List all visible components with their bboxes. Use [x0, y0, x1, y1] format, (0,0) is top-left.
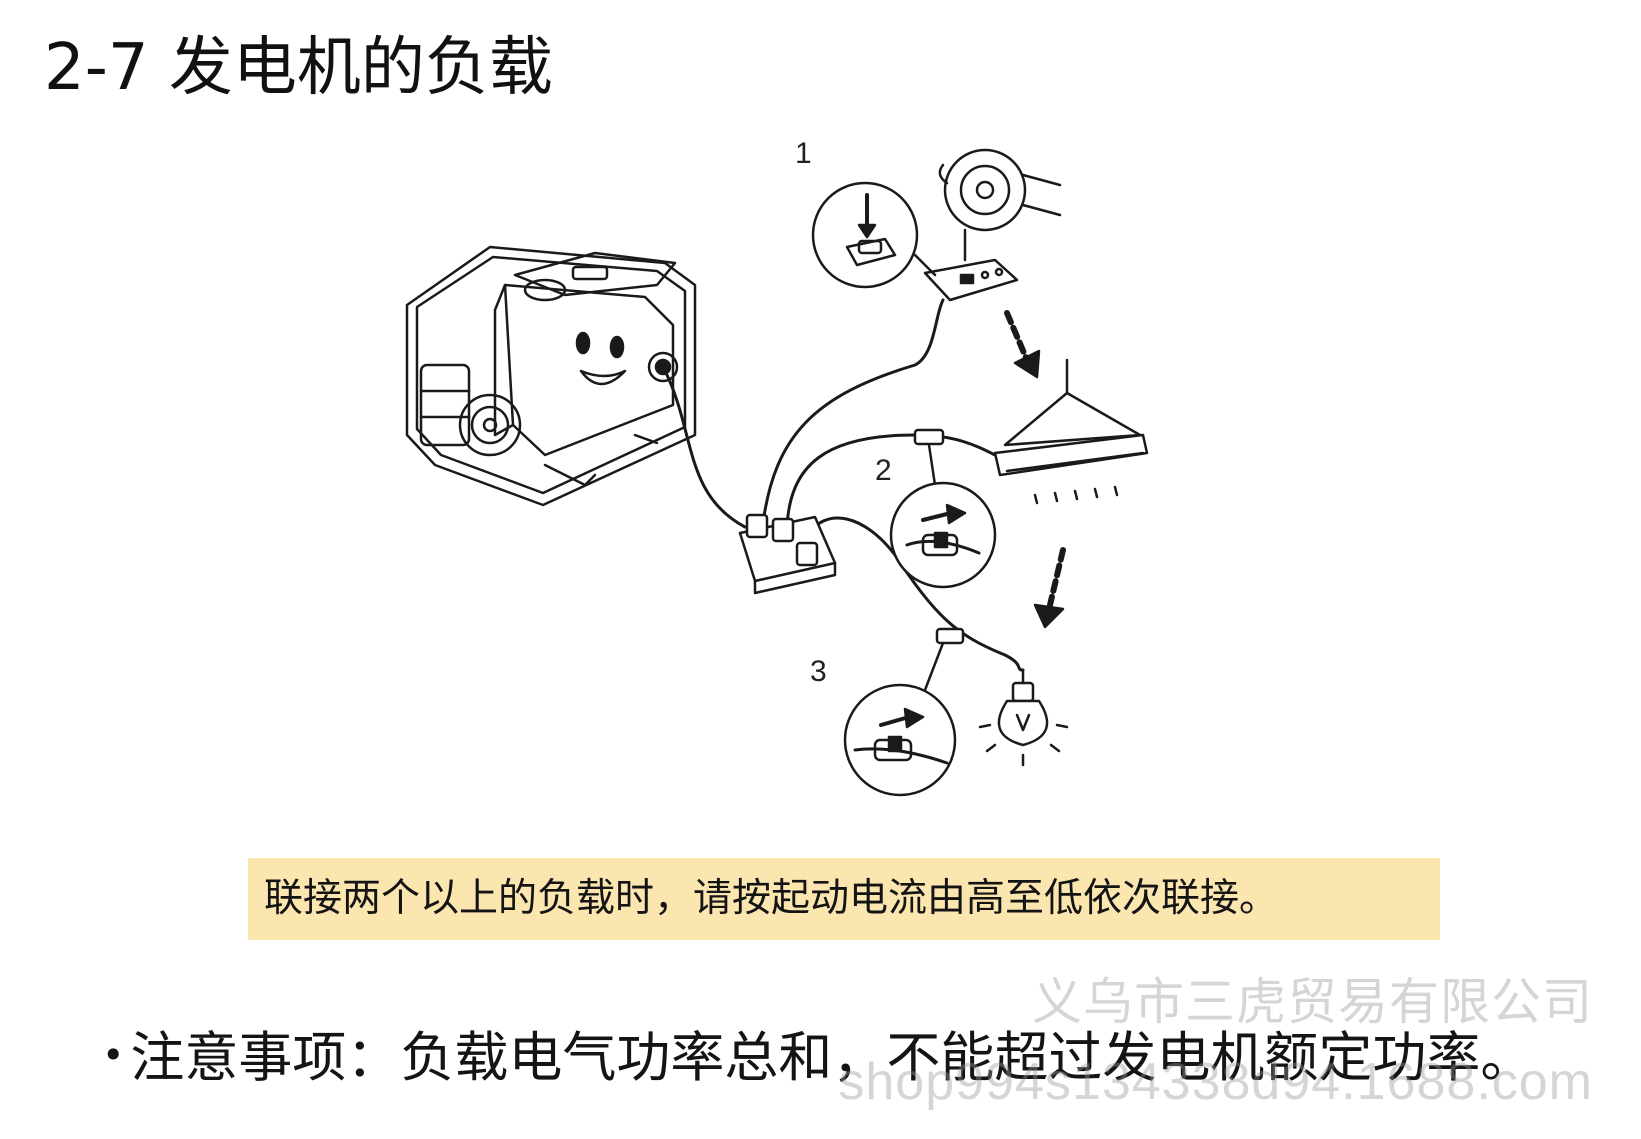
callout-label-3: 3 — [810, 655, 827, 688]
sequence-arrow-2 — [1033, 547, 1066, 629]
power-strip — [738, 513, 837, 595]
sequence-arrow-1 — [1004, 310, 1041, 379]
callout-1-switch-detail — [811, 181, 937, 289]
note-bullet: • — [102, 1033, 125, 1077]
note: •注意事项：负载电气功率总和，不能超过发电机额定功率。 — [102, 1020, 1534, 1093]
desk-fan — [923, 148, 1062, 302]
caption-box: 联接两个以上的负载时，请按起动电流由高至低依次联接。 — [248, 858, 1440, 940]
callout-3-switch-detail — [843, 627, 965, 797]
caption-text: 联接两个以上的负载时，请按起动电流由高至低依次联接。 — [264, 876, 1279, 921]
generator — [405, 245, 697, 507]
page-title: 2-7 发电机的负载 — [44, 31, 553, 105]
power-cords — [665, 298, 1025, 672]
callout-label-2: 2 — [875, 454, 892, 487]
light-bulb — [978, 668, 1069, 767]
callout-2-switch-detail — [889, 443, 997, 589]
generator-load-illustration: 1 2 3 — [405, 137, 1149, 797]
fluorescent-light — [913, 358, 1149, 505]
note-text: 注意事项：负载电气功率总和，不能超过发电机额定功率。 — [130, 1026, 1535, 1089]
callout-label-1: 1 — [795, 137, 812, 170]
